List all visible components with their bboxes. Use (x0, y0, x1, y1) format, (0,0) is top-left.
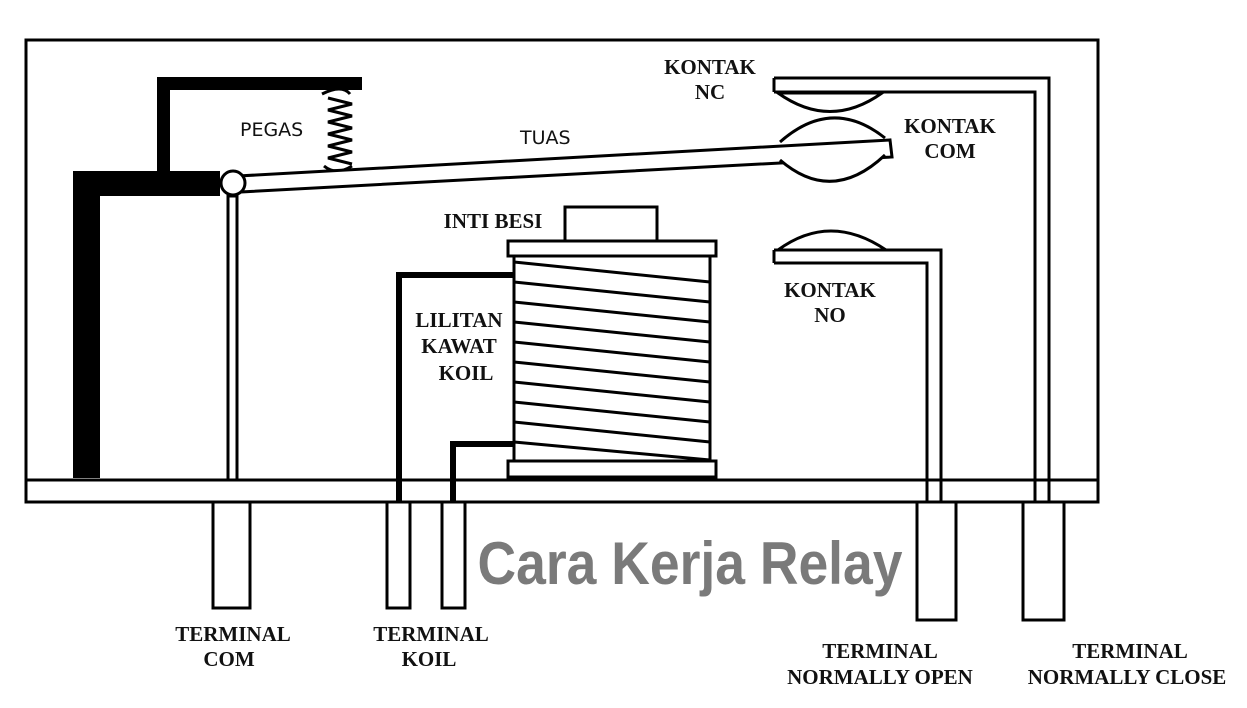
com-rod (226, 194, 239, 482)
label-terminal-no-1: TERMINAL (822, 639, 938, 663)
label-terminal-com-1: TERMINAL (175, 622, 291, 646)
label-terminal-nc-1: TERMINAL (1072, 639, 1188, 663)
label-terminal-koil-2: KOIL (402, 647, 457, 671)
label-kontak-nc-2: NC (695, 80, 725, 104)
label-tuas: TUAS (519, 127, 571, 149)
label-kontak-com-1: KONTAK (904, 114, 996, 138)
label-kontak-nc-1: KONTAK (664, 55, 756, 79)
no-strip (774, 248, 943, 502)
base-plate (24, 478, 1100, 504)
coil-windings (513, 260, 711, 462)
label-terminal-nc-2: NORMALLY CLOSE (1028, 665, 1227, 689)
kontak-no-dome (773, 229, 891, 252)
terminal-nc-pin (1021, 500, 1066, 622)
bobbin-top (506, 239, 718, 258)
label-pegas: PEGAS (240, 119, 303, 141)
inti-besi-core (563, 205, 659, 243)
kontak-com-bottom (779, 153, 887, 183)
label-lilitan-1: LILITAN (415, 308, 502, 332)
bobbin-bottom (506, 459, 718, 479)
label-inti-besi: INTI BESI (444, 209, 543, 233)
terminal-com-pin (211, 500, 252, 610)
spring-bracket (157, 77, 362, 171)
coil-wire-2 (450, 441, 514, 502)
terminal-no-pin (915, 500, 958, 622)
label-kontak-com-2: COM (924, 139, 976, 163)
label-terminal-koil-1: TERMINAL (373, 622, 489, 646)
pivot (219, 169, 247, 197)
kontak-nc-dome (773, 91, 887, 113)
coil-wire-1 (396, 272, 514, 502)
label-lilitan-3: KOIL (439, 361, 494, 385)
terminal-koil-pin-1 (385, 500, 412, 610)
label-lilitan-2: KAWAT (421, 334, 496, 358)
watermark-title: Cara Kerja Relay (478, 530, 904, 597)
label-kontak-no-2: NO (814, 303, 846, 327)
yoke-frame (73, 171, 220, 478)
label-terminal-no-2: NORMALLY OPEN (787, 665, 973, 689)
kontak-com-top (779, 116, 886, 144)
terminal-koil-pin-2 (440, 500, 467, 610)
label-terminal-com-2: COM (203, 647, 255, 671)
label-kontak-no-1: KONTAK (784, 278, 876, 302)
